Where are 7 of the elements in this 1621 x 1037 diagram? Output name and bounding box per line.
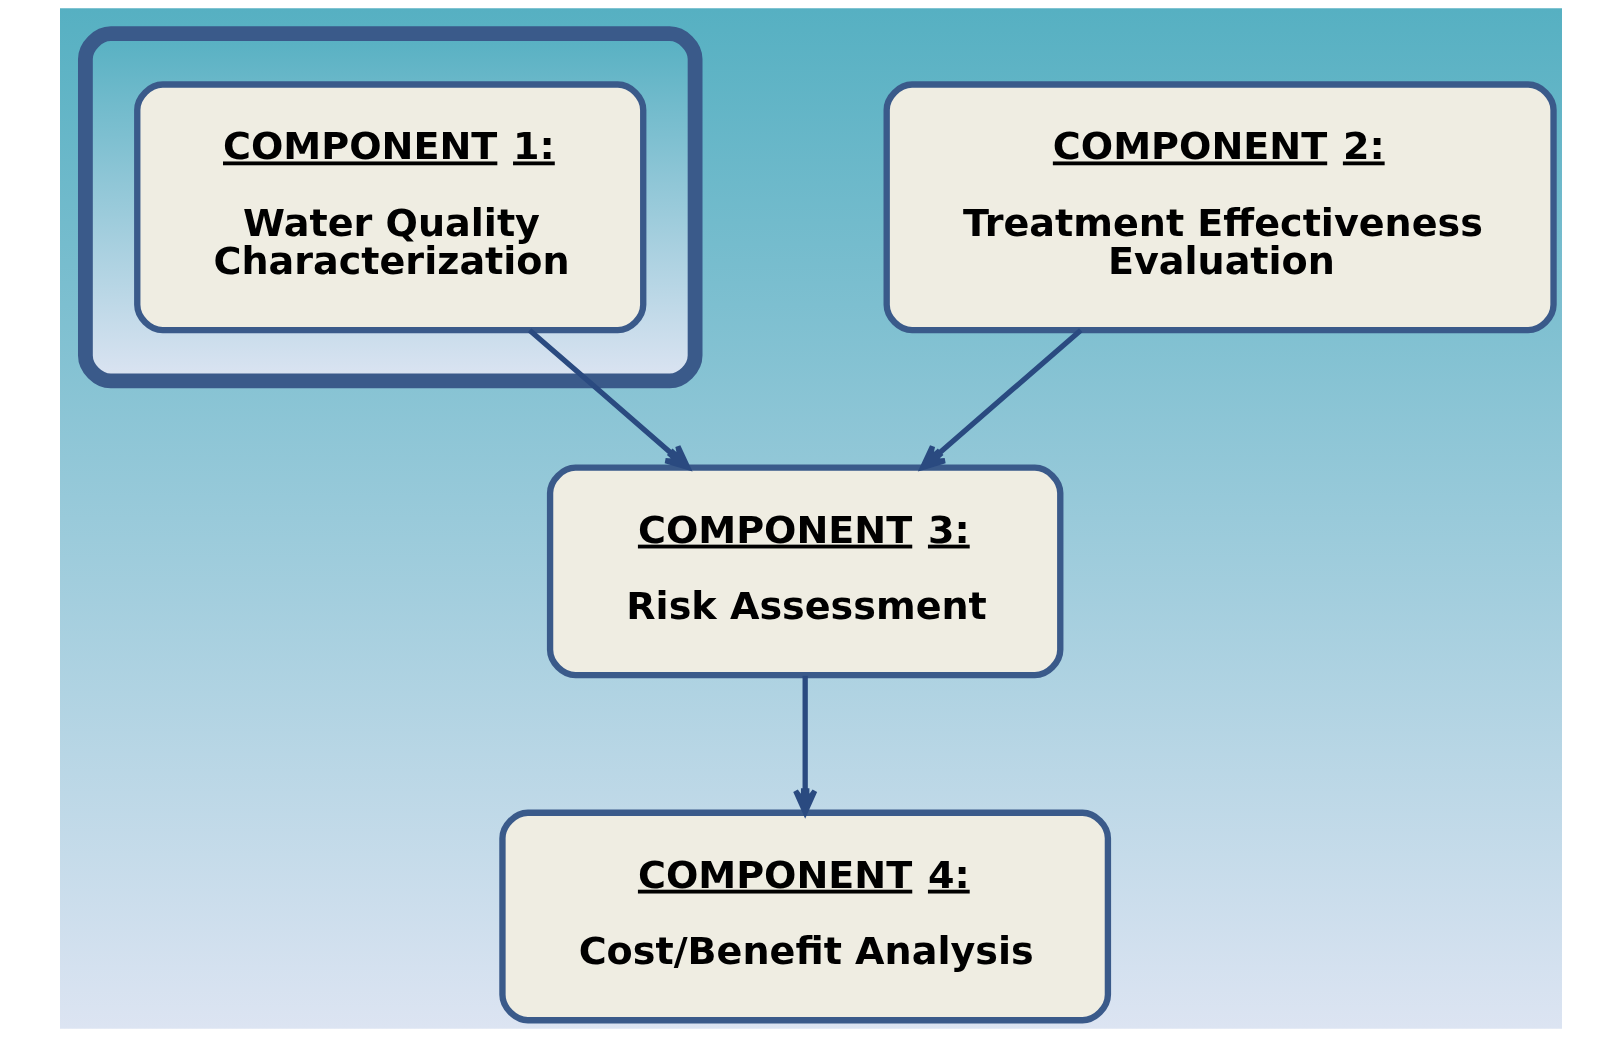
node-box: COMPONENT 2: Treatment Effectiveness Evaluation bbox=[883, 81, 1557, 334]
arrow bbox=[919, 328, 1083, 471]
node-box: COMPONENT 1: Water Quality Characterization bbox=[133, 81, 646, 334]
node-box: COMPONENT 3: Risk Assessment bbox=[546, 464, 1063, 679]
arrow bbox=[527, 328, 690, 471]
cluster bbox=[77, 26, 702, 389]
node-box: COMPONENT 4: Cost/Benefit Analysis bbox=[498, 809, 1111, 1024]
